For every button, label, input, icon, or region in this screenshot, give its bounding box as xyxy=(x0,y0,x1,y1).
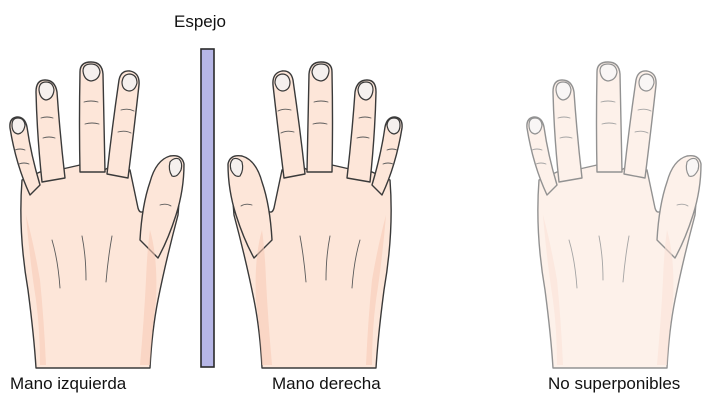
overlapped-hands-illustration xyxy=(527,62,716,368)
non-superimposable-label: No superponibles xyxy=(548,374,680,394)
mirror-bar xyxy=(201,49,214,367)
right-hand-illustration xyxy=(228,62,402,368)
left-hand-label: Mano izquierda xyxy=(10,374,126,394)
left-hand-illustration xyxy=(10,62,184,368)
mirror-title: Espejo xyxy=(174,12,226,32)
right-hand-label: Mano derecha xyxy=(272,374,381,394)
